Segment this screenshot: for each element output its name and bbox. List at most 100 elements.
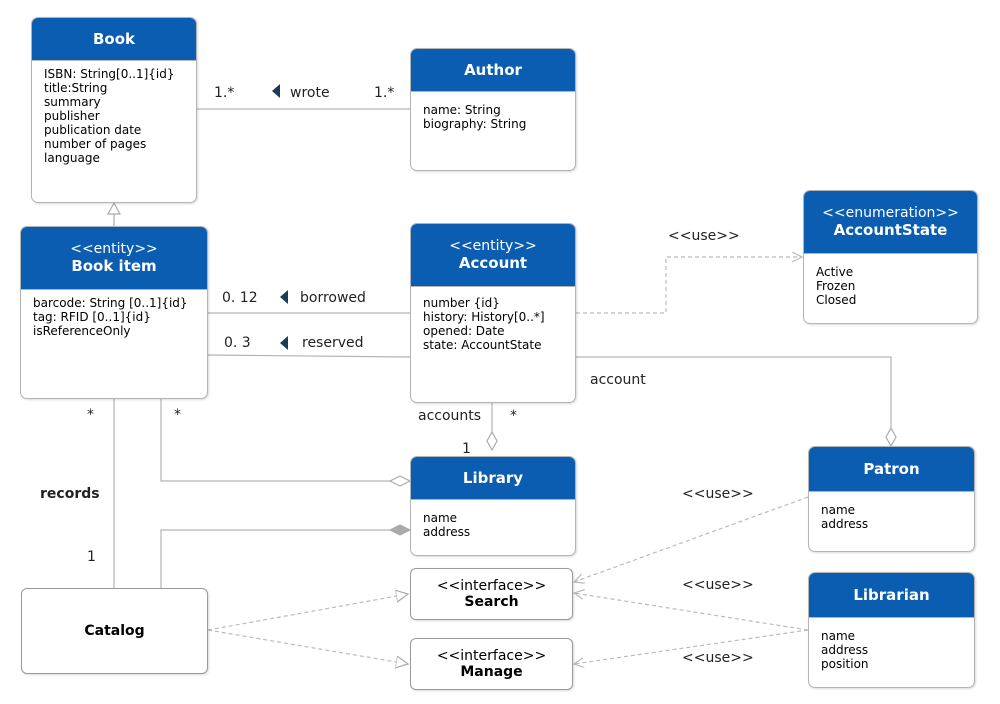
class-librarian-attributes: name address position [809,618,974,671]
library-accounts-diamond [486,430,498,452]
attribute: biography: String [423,117,527,131]
class-book-item-attributes: barcode: String [0..1]{id} tag: RFID [0.… [21,290,207,338]
class-author-attributes: name: String biography: String [411,92,575,131]
class-author-header: Author [411,49,575,92]
librarian-manage-line [574,629,809,664]
accounts-mult: * [510,408,517,424]
reserved-direction-arrow [280,336,288,350]
attribute: tag: RFID [0..1]{id} [33,310,151,324]
class-book-name: Book [92,30,136,48]
class-author[interactable]: Author name: String biography: String [410,48,576,171]
class-account-header: <<entity>> Account [411,224,575,287]
interface-manage-name: Manage [460,664,523,680]
enum-literal: Frozen [816,279,856,293]
attribute: address [821,517,869,531]
interface-manage[interactable]: <<interface>> Manage [410,638,573,690]
borrowed-direction-arrow [280,290,288,304]
class-book-item-stereotype: <<entity>> [70,241,158,257]
wrote-label: wrote [290,85,330,101]
class-book-header: Book [32,18,196,61]
attribute: state: AccountState [423,338,542,352]
class-catalog-name: Catalog [84,623,145,639]
class-patron-header: Patron [809,447,974,492]
attribute: summary [44,95,101,109]
attribute: position [821,657,869,671]
class-library[interactable]: Library name address [410,456,576,556]
bookitem-library-mult: * [174,407,181,423]
attribute: ISBN: String[0..1]{id} [44,67,175,81]
class-account-attributes: number {id} history: History[0..*] opene… [411,287,575,352]
class-account-state-stereotype: <<enumeration>> [822,205,959,221]
attribute: number of pages [44,137,147,151]
wrote-direction-arrow [272,84,280,98]
catalog-manage-line [207,629,408,664]
attribute: name: String [423,103,501,117]
attribute: name [423,511,458,525]
patron-search-line [574,496,809,582]
class-author-name: Author [464,61,522,79]
class-patron[interactable]: Patron name address [808,446,975,552]
class-book-item-header: <<entity>> Book item [21,227,207,290]
attribute: opened: Date [423,324,505,338]
class-patron-name: Patron [863,460,920,478]
class-account-name: Account [458,254,528,272]
use-librarian-manage-label: <<use>> [682,650,754,666]
class-book-item[interactable]: <<entity>> Book item barcode: String [0.… [20,226,208,399]
class-account-stereotype: <<entity>> [449,238,537,254]
accounts-role-label: accounts [418,408,482,424]
class-library-attributes: name address [411,500,575,539]
patron-aggregation-diamond [885,426,897,448]
library-mult: 1 [462,441,471,457]
attribute: publication date [44,123,142,137]
attribute: isReferenceOnly [33,324,131,338]
reserved-line [207,354,411,358]
class-account-state[interactable]: <<enumeration>> AccountState Active Froz… [803,190,978,324]
attribute: publisher [44,109,100,123]
catalog-search-line [207,594,408,631]
class-account-state-name: AccountState [833,221,948,239]
bookitem-records-mult: * [87,407,94,423]
attribute: name [821,629,856,643]
interface-search-stereotype: <<interface>> [436,578,547,594]
account-role-label: account [590,372,646,388]
enum-literal: Closed [816,293,857,307]
attribute: language [44,151,100,165]
class-account-state-attributes: Active Frozen Closed [804,254,977,307]
class-patron-attributes: name address [809,492,974,531]
wrote-mult-book: 1.* [214,85,235,101]
catalog-library-diamond [388,524,412,536]
attribute: address [821,643,869,657]
borrowed-label: borrowed [300,290,366,306]
attribute: history: History[0..*] [423,310,545,324]
use-librarian-search-label: <<use>> [682,577,754,593]
borrowed-mult: 0. 12 [222,290,258,306]
wrote-mult-author: 1.* [374,85,395,101]
interface-search[interactable]: <<interface>> Search [410,568,573,620]
class-library-header: Library [411,457,575,500]
class-book-item-name: Book item [71,257,157,275]
class-librarian-name: Librarian [853,586,930,604]
use-patron-search-label: <<use>> [682,486,754,502]
librarian-search-line [574,593,809,631]
records-mult: 1 [87,549,96,565]
class-librarian-header: Librarian [809,573,974,618]
use-accountstate-line [576,257,802,314]
account-patron-line [576,356,892,428]
class-librarian[interactable]: Librarian name address position [808,572,975,688]
interface-search-name: Search [464,594,519,610]
bookitem-library-line [160,399,390,482]
reserved-mult: 0. 3 [224,335,251,351]
enum-literal: Active [816,265,854,279]
class-account-state-header: <<enumeration>> AccountState [804,191,977,254]
attribute: title:String [44,81,108,95]
records-label: records [40,486,100,502]
catalog-library-line [160,529,390,588]
class-book[interactable]: Book ISBN: String[0..1]{id} title:String… [31,17,197,203]
class-account[interactable]: <<entity>> Account number {id} history: … [410,223,576,403]
class-catalog[interactable]: Catalog [21,588,208,674]
attribute: barcode: String [0..1]{id} [33,296,188,310]
use-accountstate-label: <<use>> [668,228,740,244]
reserved-label: reserved [302,335,364,351]
class-book-attributes: ISBN: String[0..1]{id} title:String summ… [32,61,196,165]
